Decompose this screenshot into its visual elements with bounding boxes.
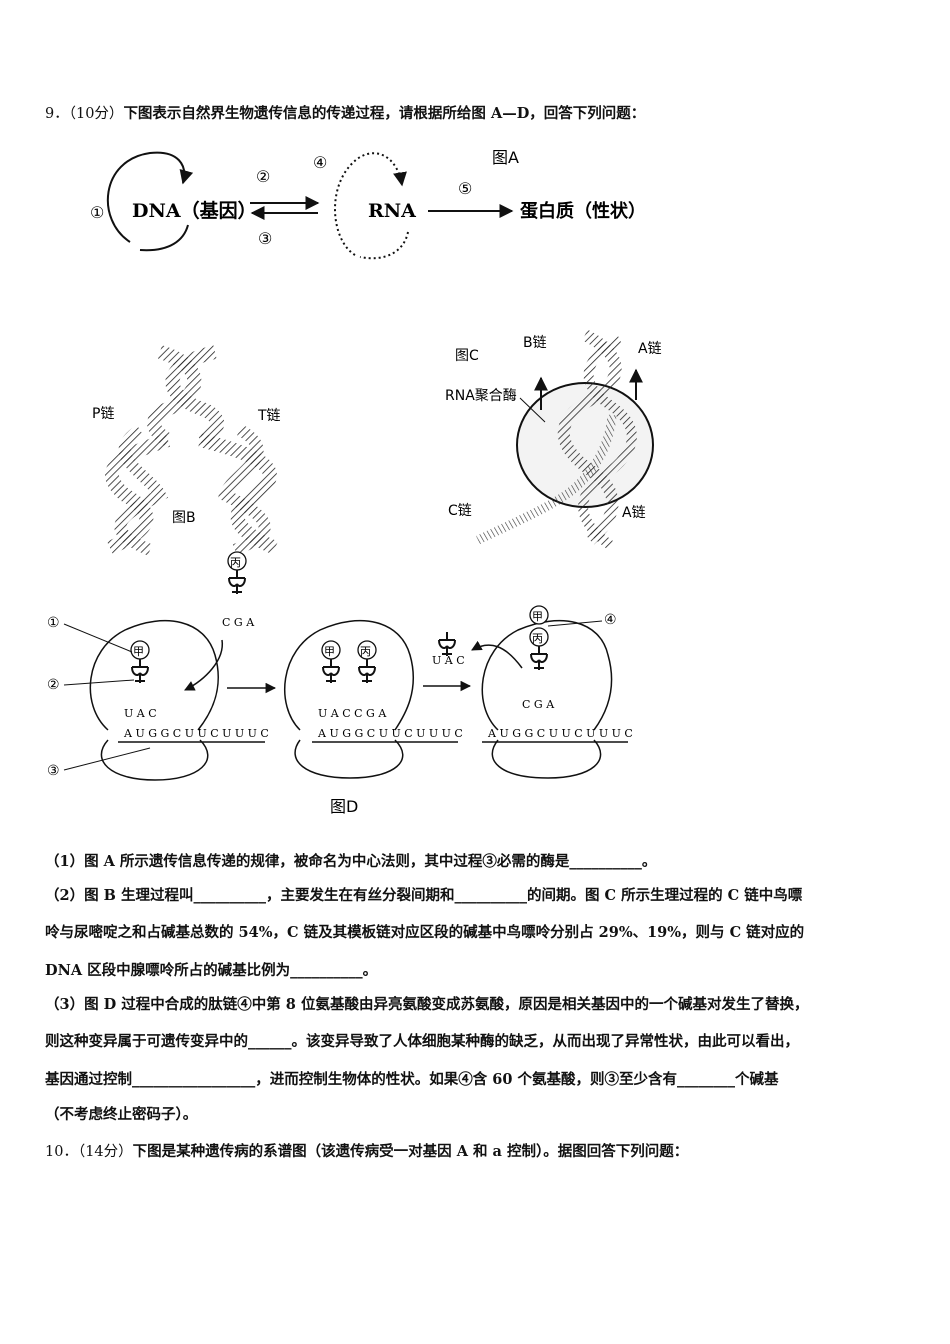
sub-question-3-line-2: 则这种变异属于可遗传变异中的______。该变异导致了人体细胞某种酶的缺乏，从而… bbox=[45, 1033, 799, 1050]
trna-2b bbox=[358, 659, 376, 683]
bing-incoming-label: 丙 bbox=[230, 556, 241, 569]
step-1-mark: ① bbox=[90, 203, 104, 222]
question-10-heading: 10．（14分）下图是某种遗传病的系谱图（该遗传病受一对基因 A 和 a 控制）… bbox=[45, 1140, 688, 1161]
ribosome-2 bbox=[283, 619, 414, 779]
parent-helix-strand-2 bbox=[165, 345, 225, 447]
replication-loop bbox=[106, 151, 194, 243]
jia-label-3: 甲 bbox=[532, 610, 543, 623]
dna-helix-strand-2 bbox=[578, 335, 637, 550]
pointer-1 bbox=[63, 623, 133, 653]
question-score: （14分） bbox=[77, 1144, 133, 1160]
mrna-3: A U G G C U U C U U U C bbox=[487, 727, 633, 740]
mrna-2: A U G G C U U C U U U C bbox=[317, 727, 463, 740]
trna-1 bbox=[131, 659, 149, 683]
anticodon-1: U A C bbox=[124, 707, 157, 720]
trna-2a bbox=[322, 659, 340, 683]
protein-label: 蛋白质（性状） bbox=[520, 200, 646, 222]
mark-1: ① bbox=[47, 615, 60, 631]
rna-replication-loop-tail bbox=[359, 231, 409, 260]
mark-2: ② bbox=[47, 677, 60, 693]
figure-d: 丙 C G A 甲 U A C A U G G C U U C U U U C … bbox=[47, 551, 633, 816]
question-score: （10分） bbox=[68, 106, 124, 122]
sub-question-2-line-1: （2）图 B 生理过程叫__________，主要发生在有丝分裂间期和_____… bbox=[45, 887, 803, 904]
figure-b-caption: 图B bbox=[172, 510, 196, 526]
left-helix-strand-1 bbox=[105, 433, 171, 555]
rna-c-strand bbox=[476, 414, 617, 545]
ribosome-3 bbox=[481, 619, 613, 779]
question-stem: 下图是某种遗传病的系谱图（该遗传病受一对基因 A 和 a 控制）。据图回答下列问… bbox=[132, 1143, 689, 1160]
figure-c: 图C B链 A链 RNA聚合酶 C链 A链 bbox=[445, 329, 662, 550]
sub-question-3-line-4: （不考虑终止密码子）。 bbox=[45, 1106, 198, 1123]
mrna-1: A U G G C U U C U U U C bbox=[123, 727, 269, 740]
trna-exit-arrow bbox=[471, 640, 523, 669]
jia-label-1: 甲 bbox=[133, 645, 144, 658]
right-helix-strand-2 bbox=[218, 424, 271, 556]
anticodon-2: U A C C G A bbox=[318, 707, 387, 720]
mark-4: ④ bbox=[604, 612, 617, 628]
dna-helix-strand-1 bbox=[557, 329, 622, 545]
step-4-mark: ④ bbox=[313, 153, 327, 172]
t-strand-label: T链 bbox=[257, 408, 281, 424]
trna-incoming-1 bbox=[228, 570, 246, 594]
anticodon-3: C G A bbox=[522, 698, 555, 711]
ribosome-1 bbox=[89, 619, 219, 781]
sub-question-3-line-1: （3）图 D 过程中合成的肽链④中第 8 位氨基酸由异亮氨酸变成苏氨酸，原因是相… bbox=[45, 996, 809, 1013]
step-5-mark: ⑤ bbox=[458, 179, 472, 198]
rna-label: RNA bbox=[368, 200, 416, 222]
a-strand-bottom-label: A链 bbox=[622, 505, 646, 521]
p-strand-label: P链 bbox=[92, 406, 114, 422]
figure-c-caption: 图C bbox=[455, 348, 479, 364]
sub-question-2-line-2: 呤与尿嘧啶之和占碱基总数的 54%，C 链及其模板链对应区段的碱基中鸟嘌呤分别占… bbox=[45, 924, 805, 941]
figures-canvas: ① DNA（基因） ② ③ ④ RNA ⑤ 蛋白质（性状） 图A P链 T链 图… bbox=[47, 148, 662, 816]
figure-a-caption: 图A bbox=[492, 148, 519, 167]
left-helix-strand-2 bbox=[114, 424, 169, 556]
trna-3 bbox=[530, 646, 548, 670]
pointer-2 bbox=[63, 679, 135, 686]
pointer-4 bbox=[547, 620, 603, 627]
question-stem: 下图表示自然界生物遗传信息的传递过程，请根据所给图 A—D，回答下列问题： bbox=[123, 105, 646, 122]
trna-entry-arrow bbox=[184, 639, 223, 691]
sub-question-1: （1）图 A 所示遗传信息传递的规律，被命名为中心法则，其中过程③必需的酶是__… bbox=[45, 853, 657, 870]
pointer-rna-polymerase bbox=[519, 397, 546, 423]
jia-label-2: 甲 bbox=[324, 645, 335, 658]
trna-leaving-anticodon: U A C bbox=[432, 654, 465, 667]
step-2-mark: ② bbox=[256, 167, 270, 186]
right-helix-strand-1 bbox=[198, 433, 278, 555]
sub-question-2-line-3: DNA 区段中腺嘌呤所占的碱基比例为__________。 bbox=[45, 962, 378, 979]
a-strand-top-label: A链 bbox=[638, 341, 662, 357]
step-3-mark: ③ bbox=[258, 229, 272, 248]
mark-3: ③ bbox=[47, 763, 60, 779]
trna-incoming-anticodon: C G A bbox=[222, 616, 255, 629]
bing-label-2: 丙 bbox=[360, 645, 371, 658]
bing-label-3: 丙 bbox=[532, 632, 543, 645]
amino-acid-jia-3 bbox=[529, 605, 549, 625]
figure-a: ① DNA（基因） ② ③ ④ RNA ⑤ 蛋白质（性状） 图A bbox=[90, 148, 646, 260]
rna-replication-loop bbox=[334, 152, 407, 256]
question-9-heading: 9．（10分）下图表示自然界生物遗传信息的传递过程，请根据所给图 A—D，回答下… bbox=[45, 102, 645, 123]
figure-b: P链 T链 图B bbox=[92, 345, 281, 556]
rna-polymerase-label: RNA聚合酶 bbox=[445, 388, 517, 404]
dna-label: DNA（基因） bbox=[132, 199, 257, 222]
pointer-3 bbox=[63, 747, 151, 771]
sub-question-3-line-3: 基因通过控制_________________，进而控制生物体的性状。如果④含 … bbox=[45, 1071, 779, 1088]
c-strand-label: C链 bbox=[448, 503, 472, 519]
question-number: 10． bbox=[45, 1144, 78, 1160]
b-strand-label: B链 bbox=[523, 335, 547, 351]
question-number: 9． bbox=[45, 106, 69, 122]
replication-loop-tail bbox=[139, 224, 189, 252]
trna-leaving bbox=[438, 632, 456, 656]
figure-d-caption: 图D bbox=[330, 797, 358, 816]
